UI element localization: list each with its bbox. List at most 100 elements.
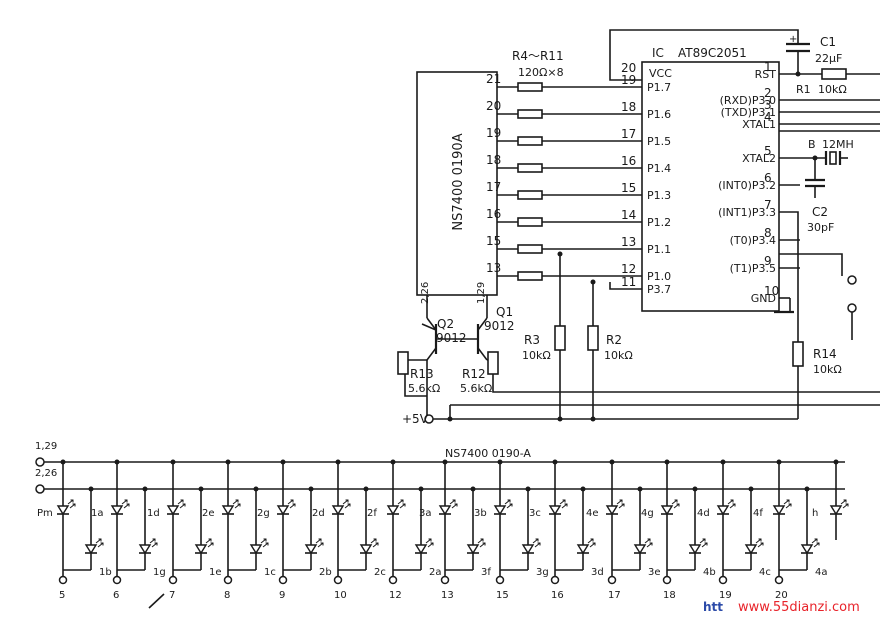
q1-ref: Q1 (496, 305, 513, 319)
display-pin-number: 17 (486, 180, 501, 194)
p3-network: R14 10kΩ (774, 211, 857, 419)
ic-pin-name: P1.3 (647, 189, 671, 202)
ic-vcc-label: VCC (649, 67, 672, 80)
led-label-bottom: 3e (648, 567, 661, 578)
ic-pin-number: 18 (621, 100, 636, 114)
led-segment (466, 538, 486, 554)
array-resistor (517, 271, 543, 281)
led-label-top: 3c (529, 508, 541, 519)
ic-pin-name: RST (755, 68, 777, 81)
led-pin-terminal (58, 575, 68, 585)
display-label: NS7400 0190A (451, 133, 466, 230)
led-pin-number: 10 (334, 590, 347, 601)
ic-pin-number: 10 (764, 284, 779, 298)
ic-pin-name: P1.7 (647, 81, 671, 94)
ic-pin-name: P1.4 (647, 162, 671, 175)
led-label-bottom: 3g (536, 567, 549, 578)
display-pin-number: 21 (486, 72, 501, 86)
ic-pin-number: 2 (764, 86, 772, 100)
ic-pin-name: XTAL1 (742, 118, 776, 131)
display-common-right: 1,29 (476, 282, 487, 304)
led-segment (221, 499, 241, 515)
led-label-bottom: 1b (99, 567, 112, 578)
watermark-right: www.55dianzi.com (738, 600, 860, 615)
ic-pin-name: XTAL2 (742, 152, 776, 165)
ic-left-pins: 19P1.718P1.617P1.516P1.415P1.314P1.213P1… (621, 73, 671, 296)
ic-pin-number: 16 (621, 154, 636, 168)
led-pin-number: 20 (775, 590, 788, 601)
led-segment (110, 499, 130, 515)
led-label-bottom: 3d (591, 567, 604, 578)
r2-resistor (587, 325, 599, 351)
ic-pin-name: (RXD)P3.0 (720, 94, 776, 107)
q1-value: 9012 (484, 319, 515, 333)
c1-value: 22μF (815, 52, 842, 65)
ic-pin-name: P1.1 (647, 243, 671, 256)
bus-bottom-label: 2,26 (35, 468, 57, 479)
display-pin-number: 20 (486, 99, 501, 113)
ic-pin-name: (INT1)P3.3 (718, 206, 776, 219)
supply-terminal (424, 414, 434, 424)
led-columns: Pm1b51a1g61d1e72e1c82g2b92d2c102f2a123a3… (37, 459, 849, 609)
ic-pin-number: 15 (621, 181, 636, 195)
led-label-top: h (812, 508, 818, 519)
display-pin-number: 18 (486, 153, 501, 167)
resistor-array-ref: R4～R11 (512, 49, 564, 63)
led-label-bottom: 1g (153, 567, 166, 578)
ic-pin-number: 13 (621, 235, 636, 249)
led-segment (829, 499, 849, 515)
led-segment (304, 538, 324, 554)
r3-resistor (554, 325, 566, 351)
display-common-left: 2,26 (420, 282, 431, 304)
ic-pin-name: (T0)P3.4 (730, 234, 776, 247)
switch-contact-bottom (847, 303, 857, 313)
led-pin-number: 17 (608, 590, 621, 601)
led-label-top: 4g (641, 508, 654, 519)
led-label-bottom: 2a (429, 567, 442, 578)
led-segment (276, 499, 296, 515)
array-resistor (517, 163, 543, 173)
led-pin-number: 13 (441, 590, 454, 601)
led-pin-terminal (662, 575, 672, 585)
led-segment (414, 538, 434, 554)
r1-resistor (821, 68, 847, 80)
ic-pin-number: 17 (621, 127, 636, 141)
ic-pin-name: GND (751, 292, 776, 305)
r2-ref: R2 (606, 333, 622, 347)
led-pin-terminal (278, 575, 288, 585)
array-resistor (517, 136, 543, 146)
bus-top-label: 1,29 (35, 441, 57, 452)
led-segment (166, 499, 186, 515)
resistor-array-value: 120Ω×8 (518, 66, 564, 79)
led-pin-terminal (388, 575, 398, 585)
led-label-top: 1d (147, 508, 160, 519)
led-label-top: 4d (697, 508, 710, 519)
led-label-bottom: 1e (209, 567, 222, 578)
led-pin-terminal (550, 575, 560, 585)
led-label-top: 3a (419, 508, 432, 519)
ic-pin-name: (TXD)P3.1 (721, 106, 776, 119)
led-pin-terminal (168, 575, 178, 585)
r14-ref: R14 (813, 347, 837, 361)
q2-ref: Q2 (437, 317, 454, 331)
ic-body (641, 61, 780, 312)
ic-pin-number: 7 (764, 198, 772, 212)
supply-label: +5V (402, 412, 429, 426)
led-pin-terminal (495, 575, 505, 585)
led-segment (56, 499, 76, 515)
ic-pin-number: 14 (621, 208, 636, 222)
r3-ref: R3 (524, 333, 540, 347)
ic-pin-number: 9 (764, 254, 772, 268)
led-label-top: 2g (257, 508, 270, 519)
led-pin-number: 7 (169, 590, 175, 601)
reset-network: + C1 22μF R1 10kΩ (609, 29, 880, 96)
display-pin-number: 15 (486, 234, 501, 248)
array-resistor (517, 244, 543, 254)
ic-pin-number: 3 (764, 98, 772, 112)
led-pin-number: 18 (663, 590, 676, 601)
r12-value: 5.6kΩ (460, 382, 492, 395)
led-label-top: Pm (37, 508, 53, 519)
led-label-bottom: 2b (319, 567, 332, 578)
